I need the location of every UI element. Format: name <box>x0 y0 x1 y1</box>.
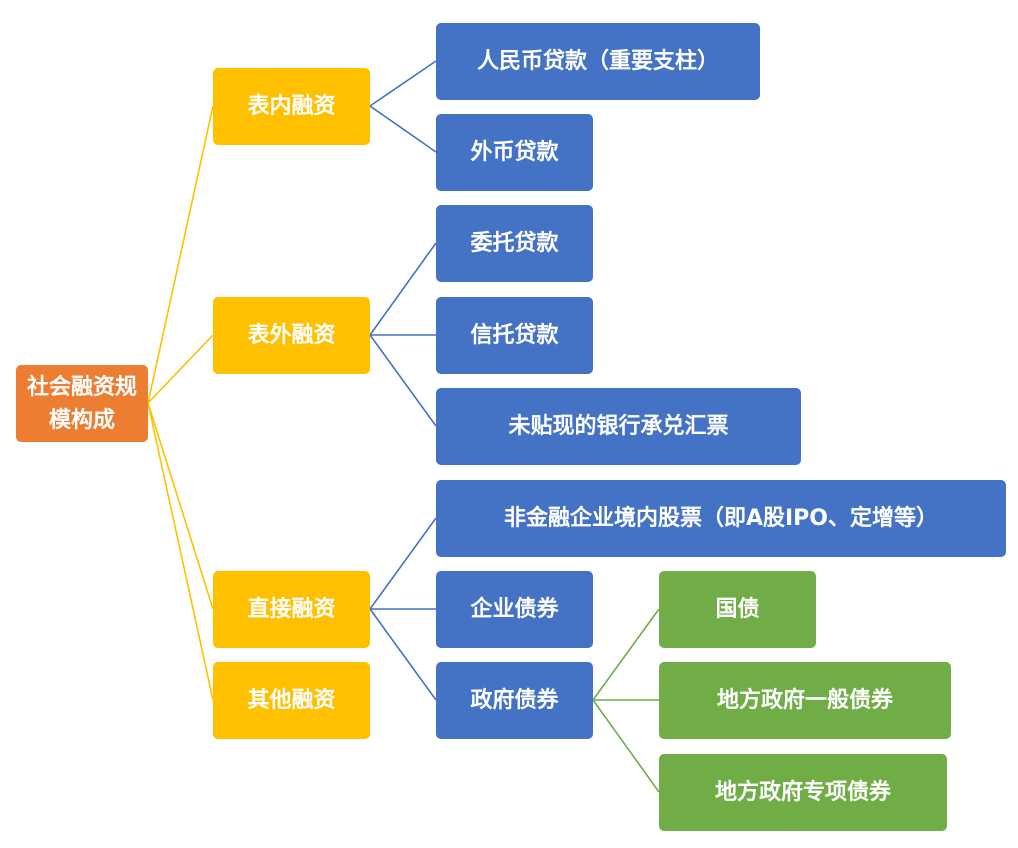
connector-root-cat2 <box>147 334 214 404</box>
category-other-financing: 其他融资 <box>213 662 370 739</box>
category-on-balance-sheet: 表内融资 <box>213 68 370 145</box>
connector-gov-sub1 <box>592 608 660 701</box>
connector-cat2-item3 <box>369 334 437 427</box>
connector-cat1-item2 <box>369 105 437 153</box>
category-label: 其他融资 <box>247 688 336 713</box>
item-foreign-currency-loans: 外币贷款 <box>436 114 593 191</box>
connector-cat2-item1 <box>369 242 437 336</box>
sub-item-treasury-bonds: 国债 <box>659 571 816 648</box>
connector-root-cat3 <box>147 402 214 610</box>
root-node: 社会融资规模构成 <box>16 365 148 442</box>
connector-gov-sub3 <box>592 699 660 793</box>
connector-cat1-item1 <box>369 60 437 107</box>
item-corporate-bonds: 企业债券 <box>436 571 593 648</box>
sub-item-label: 地方政府专项债券 <box>714 780 891 805</box>
item-label: 政府债券 <box>470 688 559 713</box>
sub-item-local-special-bonds: 地方政府专项债券 <box>659 754 947 831</box>
root-connectors <box>147 105 214 701</box>
item-government-bonds: 政府债券 <box>436 662 593 739</box>
category-label: 表外融资 <box>247 323 336 348</box>
category-label: 直接融资 <box>247 597 336 622</box>
sub-connectors <box>592 608 660 793</box>
item-label: 企业债券 <box>470 597 559 622</box>
category-direct-financing: 直接融资 <box>213 571 370 648</box>
item-entrusted-loans: 委托贷款 <box>436 205 593 282</box>
sub-item-local-general-bonds: 地方政府一般债券 <box>659 662 951 739</box>
connector-root-cat1 <box>147 105 214 404</box>
sub-item-label: 地方政府一般债券 <box>716 688 893 713</box>
item-label: 未贴现的银行承兑汇票 <box>508 414 729 439</box>
category-off-balance-sheet: 表外融资 <box>213 297 370 374</box>
connector-cat3-item3 <box>369 608 437 701</box>
connector-cat3-item1 <box>369 517 437 610</box>
item-label: 信托贷款 <box>470 323 559 348</box>
category-label: 表内融资 <box>247 94 336 119</box>
item-label: 非金融企业境内股票（即A股IPO、定增等） <box>503 506 939 531</box>
connector-root-cat4 <box>147 402 214 701</box>
item-domestic-equity: 非金融企业境内股票（即A股IPO、定增等） <box>436 480 1006 557</box>
sub-item-label: 国债 <box>715 597 760 622</box>
item-label: 外币贷款 <box>470 140 559 165</box>
root-label: 社会融资规模构成 <box>26 374 137 433</box>
item-undiscounted-bank-acceptances: 未贴现的银行承兑汇票 <box>436 388 801 465</box>
item-label: 人民币贷款（重要支柱） <box>476 49 719 74</box>
item-label: 委托贷款 <box>470 231 559 256</box>
category-connectors <box>369 60 437 701</box>
item-trust-loans: 信托贷款 <box>436 297 593 374</box>
item-rmb-loans: 人民币贷款（重要支柱） <box>436 23 760 100</box>
